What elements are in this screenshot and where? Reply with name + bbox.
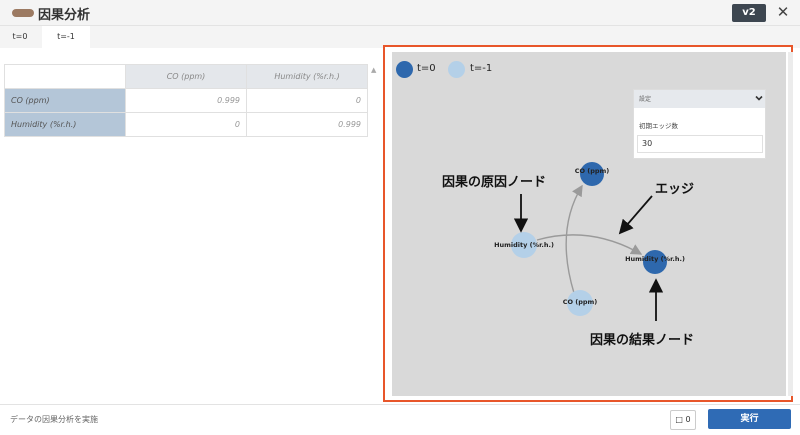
tab-bar: t=0 t=-1 (0, 26, 800, 48)
legend-t0-dot (396, 61, 413, 78)
table-row: CO (ppm) 0.999 0 (4, 88, 368, 113)
page-title: 因果分析 (38, 8, 91, 23)
scroll-up-arrow-icon[interactable]: ▲ (371, 66, 377, 74)
graph-edge (565, 184, 583, 294)
table-cell[interactable]: 0 (125, 112, 247, 137)
version-button[interactable]: v2 (732, 4, 766, 22)
header-bar: 因果分析 v2 ✕ (0, 0, 800, 26)
effect-node-annotation: 因果の結果ノード (590, 333, 695, 348)
legend-t-1-dot (448, 61, 465, 78)
comment-count: 0 (685, 415, 691, 424)
node-label: CO (ppm) (563, 298, 598, 306)
graph-edge (536, 234, 643, 255)
legend-t0-label: t=0 (417, 63, 436, 74)
edge-count-input[interactable]: 30 (637, 135, 763, 153)
table-corner-cell (4, 64, 126, 89)
row-header: CO (ppm) (4, 88, 126, 113)
settings-title: 設定 (639, 96, 652, 103)
column-header: CO (ppm) (125, 64, 247, 89)
status-text: データの因果分析を実施 (10, 415, 98, 424)
table-cell[interactable]: 0.999 (246, 112, 368, 137)
footer-bar: データの因果分析を実施 □ 0 実行 (0, 404, 800, 435)
annotation-arrow (618, 195, 653, 235)
table-cell[interactable]: 0 (246, 88, 368, 113)
run-button[interactable]: 実行 (708, 409, 791, 429)
close-icon[interactable]: ✕ (776, 3, 790, 21)
causal-matrix-table: CO (ppm) Humidity (%r.h.) CO (ppm) 0.999… (4, 64, 368, 137)
tab-t-1[interactable]: t=-1 (42, 26, 90, 48)
table-cell[interactable]: 0.999 (125, 88, 247, 113)
node-label: CO (ppm) (575, 167, 610, 175)
table-header-row: CO (ppm) Humidity (%r.h.) (4, 64, 368, 89)
row-header: Humidity (%r.h.) (4, 112, 126, 137)
comment-icon: □ (675, 415, 683, 424)
graph-node[interactable] (580, 162, 604, 186)
logo-icon (12, 9, 34, 17)
settings-header[interactable]: 設定 (634, 90, 765, 108)
settings-panel: 設定 初期エッジ数 30 (633, 89, 766, 159)
edge-annotation: エッジ (655, 182, 695, 197)
column-header: Humidity (%r.h.) (246, 64, 368, 89)
edge-count-label: 初期エッジ数 (639, 122, 678, 130)
cause-node-annotation: 因果の原因ノード (442, 175, 547, 190)
node-label: Humidity (%r.h.) (625, 255, 685, 263)
table-row: Humidity (%r.h.) 0 0.999 (4, 112, 368, 137)
graph-scrollbar[interactable] (788, 52, 793, 396)
legend-t-1-label: t=-1 (470, 63, 493, 74)
graph-node[interactable] (567, 290, 593, 316)
matrix-pane: CO (ppm) Humidity (%r.h.) CO (ppm) 0.999… (0, 48, 380, 404)
tab-t0[interactable]: t=0 (12, 32, 28, 41)
comment-button[interactable]: □ 0 (670, 410, 696, 430)
chevron-down-icon[interactable] (754, 93, 764, 103)
graph-node[interactable] (643, 250, 667, 274)
graph-node[interactable] (511, 232, 537, 258)
node-label: Humidity (%r.h.) (494, 241, 554, 249)
